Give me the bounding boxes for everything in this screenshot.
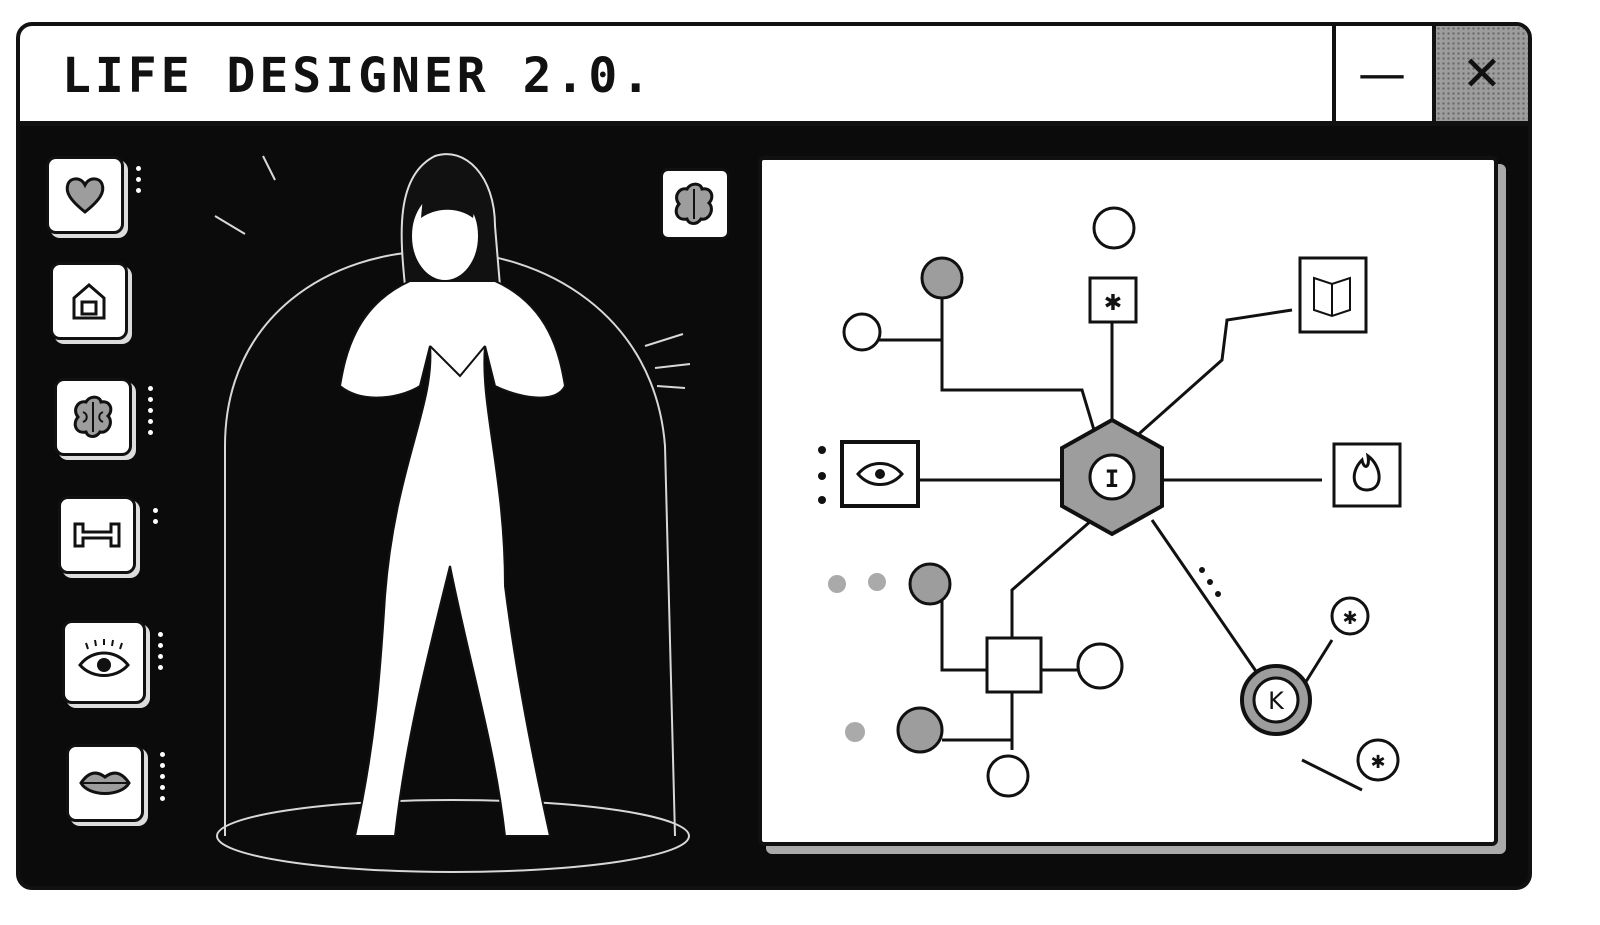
sidebar-item-vision[interactable] (62, 620, 146, 704)
close-button[interactable]: ✕ (1432, 26, 1528, 121)
star-icon: ✱ (1104, 291, 1122, 316)
sidebar-dots (158, 632, 164, 670)
graph-node (868, 573, 886, 591)
life-graph-panel: I ✱ K (758, 156, 1498, 846)
graph-node[interactable] (1076, 642, 1124, 690)
avatar-figure[interactable] (338, 153, 567, 837)
avatar-stage (214, 153, 691, 873)
graph-node (828, 575, 846, 593)
center-node[interactable]: I (1060, 417, 1164, 537)
sidebar-item-lips[interactable] (66, 744, 144, 822)
stage-platform (216, 799, 690, 873)
heart-icon (65, 177, 105, 214)
house-icon (72, 283, 106, 320)
sidebar-item-brain[interactable] (54, 378, 132, 456)
dumbbell-icon (73, 522, 121, 548)
graph-node[interactable] (1356, 738, 1400, 782)
brain-node[interactable] (985, 636, 1043, 694)
sidebar-dots (148, 386, 154, 435)
graph-node (845, 722, 865, 742)
dots-decoration (818, 446, 1221, 597)
title-bar: LIFE DESIGNER 2.0. — ✕ (20, 26, 1528, 126)
brain-icon (73, 395, 113, 438)
brain-icon (674, 182, 714, 225)
star-icon: ✱ (1370, 752, 1385, 773)
k-node-label: K (1268, 687, 1285, 715)
flame-icon (1352, 452, 1381, 492)
flame-node[interactable] (1332, 442, 1402, 508)
graph-node[interactable] (1330, 596, 1370, 636)
center-node-label: I (1105, 465, 1119, 493)
star-icon: ✱ (1342, 608, 1357, 629)
sidebar-dots (136, 166, 142, 193)
minimize-button[interactable]: — (1332, 26, 1428, 121)
close-icon: ✕ (1461, 45, 1503, 102)
eye-icon (78, 639, 130, 677)
book-icon (1313, 276, 1351, 318)
brain-tab[interactable] (660, 168, 730, 240)
sidebar-item-heart[interactable] (46, 156, 124, 234)
graph-node[interactable] (920, 256, 964, 300)
sidebar-dots (160, 752, 166, 801)
graph-node[interactable] (986, 754, 1030, 798)
minimize-icon: — (1358, 45, 1406, 102)
graph-node[interactable] (896, 706, 944, 754)
graph-node[interactable] (1092, 206, 1136, 250)
window-title: LIFE DESIGNER 2.0. (62, 48, 655, 104)
lips-icon (79, 771, 131, 795)
app-window: LIFE DESIGNER 2.0. — ✕ (16, 22, 1532, 890)
graph-node[interactable] (842, 312, 882, 352)
life-graph: I ✱ K (818, 206, 1402, 798)
eye-icon (856, 462, 904, 486)
sidebar-dots (153, 508, 159, 524)
graph-node[interactable] (908, 562, 952, 606)
sidebar-item-fitness[interactable] (58, 496, 136, 574)
motion-lines (214, 155, 691, 389)
k-node[interactable]: K (1240, 664, 1312, 736)
sidebar-item-house[interactable] (50, 262, 128, 340)
star-node[interactable] (1088, 276, 1138, 324)
